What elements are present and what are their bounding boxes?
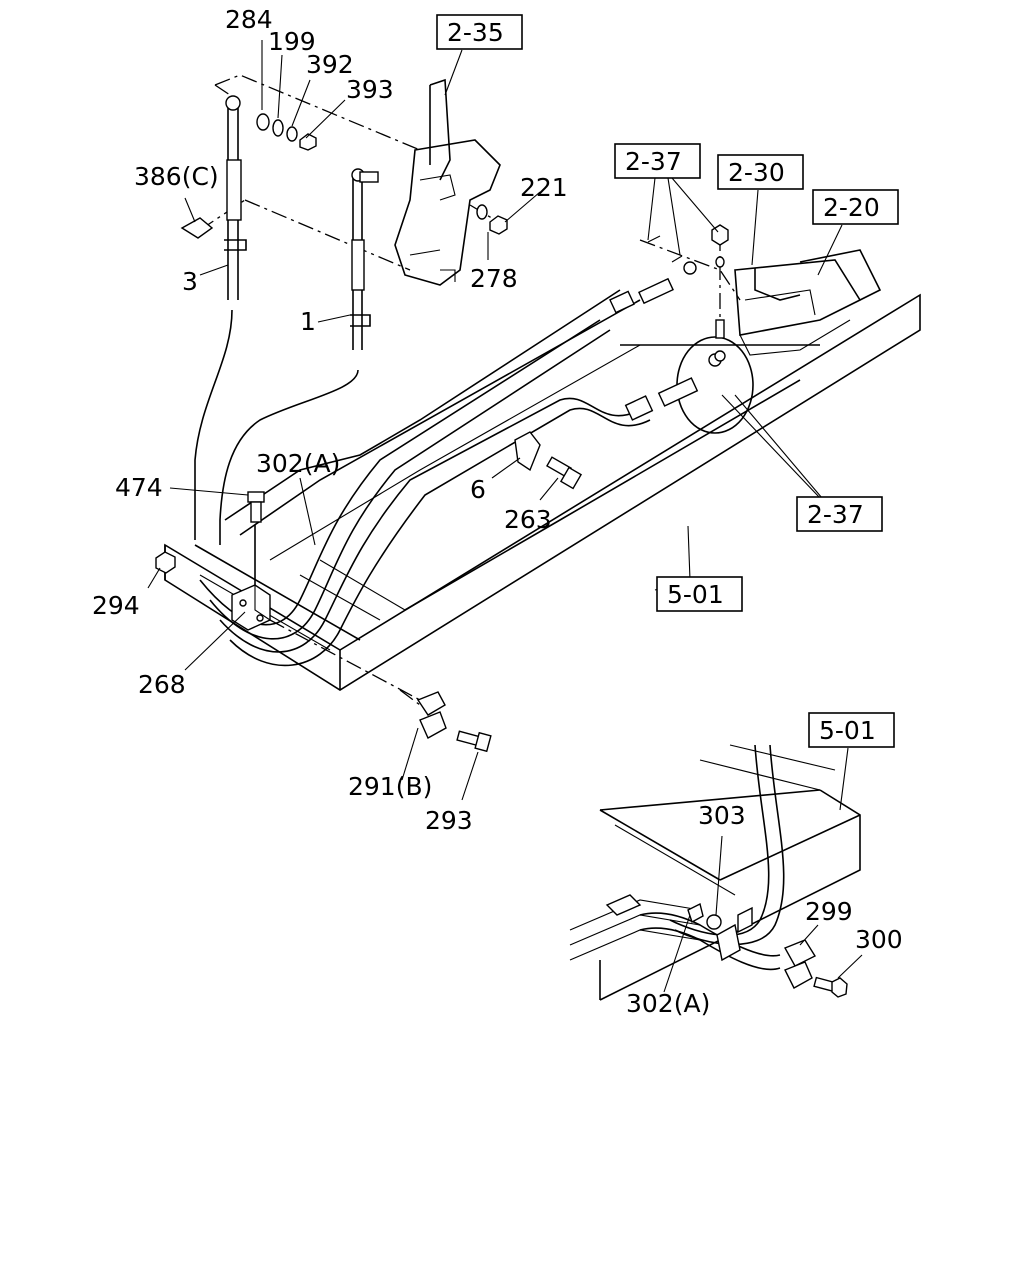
clip-386-icon — [180, 217, 214, 239]
ref-label-2-37-right: 2-37 — [807, 500, 864, 529]
bolt-293-icon — [456, 730, 492, 753]
callout-302a-inset: 302(A) — [626, 989, 710, 1018]
callout-284: 284 — [225, 5, 273, 34]
ref-box-5-01-main[interactable]: 5-01 — [656, 576, 743, 612]
ref-box-2-20[interactable]: 2-20 — [812, 189, 899, 225]
ref-label-2-35: 2-35 — [447, 18, 504, 47]
callout-386c: 386(C) — [134, 162, 219, 191]
callout-3: 3 — [182, 267, 198, 296]
washer-set — [256, 113, 317, 151]
nut-221-icon — [489, 215, 508, 235]
callout-1: 1 — [300, 307, 316, 336]
ref-box-2-35[interactable]: 2-35 — [436, 14, 523, 50]
callout-268: 268 — [138, 670, 186, 699]
callout-294: 294 — [92, 591, 140, 620]
ref-label-5-01-main: 5-01 — [667, 580, 724, 609]
ref-label-2-37-top: 2-37 — [625, 147, 682, 176]
inset-frame — [569, 744, 861, 1001]
ref-box-2-37-top[interactable]: 2-37 — [614, 143, 701, 179]
callout-303: 303 — [698, 801, 746, 830]
cable-bracket — [231, 491, 271, 631]
callout-291b: 291(B) — [348, 772, 432, 801]
leader-lines — [147, 40, 863, 993]
transmission-housing — [676, 249, 882, 434]
callout-199: 199 — [268, 27, 316, 56]
callout-299: 299 — [805, 897, 853, 926]
ref-label-2-30: 2-30 — [728, 158, 785, 187]
washer-278-icon — [476, 204, 488, 220]
clip-291-icon — [416, 691, 447, 739]
callout-474: 474 — [115, 473, 163, 502]
clip-6-icon — [514, 431, 541, 472]
callout-263: 263 — [504, 505, 552, 534]
ref-label-2-20: 2-20 — [823, 193, 880, 222]
callout-221: 221 — [520, 173, 568, 202]
bolt-263-icon — [546, 456, 583, 490]
ref-label-5-01-inset: 5-01 — [819, 716, 876, 745]
ref-box-2-30[interactable]: 2-30 — [717, 154, 804, 190]
frame-rail — [164, 289, 921, 691]
callout-293: 293 — [425, 806, 473, 835]
shift-lever-assembly — [394, 78, 501, 286]
callout-392: 392 — [306, 50, 354, 79]
callout-300: 300 — [855, 925, 903, 954]
callout-302a-main: 302(A) — [256, 449, 340, 478]
callout-393: 393 — [346, 75, 394, 104]
ref-box-5-01-inset[interactable]: 5-01 — [808, 712, 895, 748]
callout-278: 278 — [470, 264, 518, 293]
callout-6: 6 — [470, 475, 486, 504]
nut-294-icon — [155, 551, 176, 574]
ref-box-2-37-right[interactable]: 2-37 — [796, 496, 883, 532]
